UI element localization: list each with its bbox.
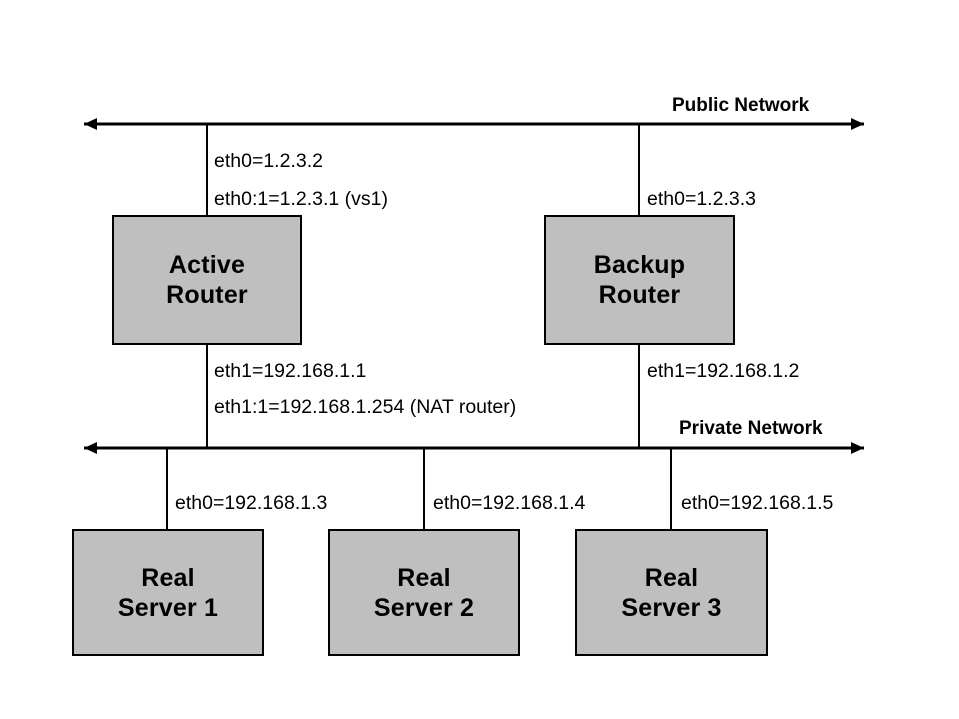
- iface-real-server-3: eth0=192.168.1.5: [681, 492, 834, 514]
- real-server-2-line2: Server 2: [373, 593, 475, 622]
- iface-backup-private-primary: eth1=192.168.1.2: [647, 360, 800, 382]
- iface-real-server-2: eth0=192.168.1.4: [433, 492, 586, 514]
- node-backup-router[interactable]: Backup Router: [544, 215, 735, 345]
- node-real-server-2[interactable]: Real Server 2: [328, 529, 520, 656]
- real-server-1-line2: Server 1: [117, 593, 219, 622]
- iface-backup-public-primary: eth0=1.2.3.3: [647, 188, 756, 210]
- node-real-server-3[interactable]: Real Server 3: [575, 529, 768, 656]
- node-real-server-1[interactable]: Real Server 1: [72, 529, 264, 656]
- iface-real-server-1: eth0=192.168.1.3: [175, 492, 328, 514]
- real-server-2-line1: Real: [397, 563, 451, 592]
- backup-router-line1: Backup: [593, 251, 686, 279]
- backup-router-line2: Router: [598, 281, 681, 309]
- real-server-1-line1: Real: [141, 563, 195, 592]
- iface-active-public-virtual: eth0:1=1.2.3.1 (vs1): [214, 188, 388, 210]
- iface-active-public-primary: eth0=1.2.3.2: [214, 150, 323, 172]
- node-active-router[interactable]: Active Router: [112, 215, 302, 345]
- real-server-3-line1: Real: [644, 563, 699, 592]
- private-network-label: Private Network: [679, 418, 823, 439]
- real-server-3-line2: Server 3: [621, 593, 722, 622]
- iface-active-private-virtual: eth1:1=192.168.1.254 (NAT router): [214, 396, 517, 418]
- public-network-label: Public Network: [672, 95, 810, 116]
- iface-active-private-primary: eth1=192.168.1.1: [214, 360, 367, 382]
- active-router-line1: Active: [168, 251, 246, 279]
- active-router-line2: Router: [166, 281, 248, 309]
